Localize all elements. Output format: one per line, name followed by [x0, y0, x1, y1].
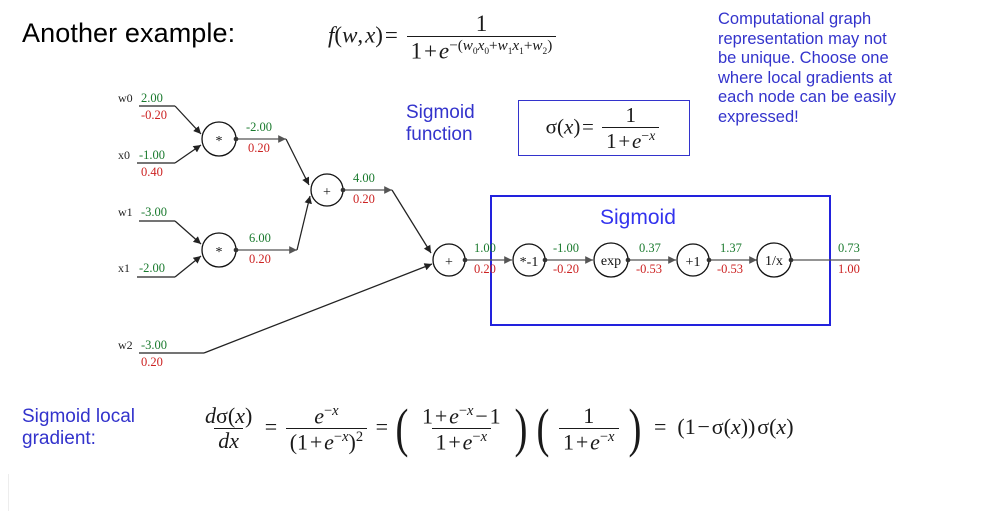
wire-w1-to-mul-bottom [174, 220, 202, 245]
input-value-x0: -1.00 [139, 148, 165, 162]
edge-gradient-times-neg1-out: -0.20 [553, 262, 579, 276]
gate-reciprocal-symbol: 1/x [765, 254, 783, 269]
input-label-w0: w0 [118, 91, 133, 105]
edge-gradient-mul-bottom-out: 0.20 [249, 252, 271, 266]
sigmoid-function-label: Sigmoid function [406, 102, 475, 146]
input-gradient-w0: -0.20 [141, 108, 167, 122]
sigmoid-gradient-label: Sigmoid local gradient: [22, 406, 135, 450]
grad-paren-open-1: ( [395, 397, 408, 458]
sigmoid-function-label-line1: Sigmoid [406, 102, 475, 123]
gate-exp-symbol: exp [601, 254, 621, 269]
edge-gradient-add-mid-out: 0.20 [353, 192, 375, 206]
edge-gradient-add-main-out: 0.20 [474, 262, 496, 276]
main-formula-denominator: 1 + e−(w0x0+w1x1+w2) [406, 36, 557, 63]
edge-gradient-plus-1-out: -0.53 [717, 262, 743, 276]
note-line-1: Computational graph [718, 10, 872, 28]
edge-value-plus-1-out: 1.37 [720, 241, 742, 255]
gate-mul-top-symbol: * [216, 134, 223, 149]
gate-mul-bottom-symbol: * [216, 245, 223, 260]
note-line-4: where local gradients at [718, 68, 893, 87]
input-gradient-w2: 0.20 [141, 355, 163, 369]
input-label-x0: x0 [118, 148, 130, 162]
wire-mul-top-to-add-mid [285, 138, 310, 186]
edge-value-times-neg1-out: -1.00 [553, 241, 579, 255]
input-value-w0: 2.00 [141, 91, 163, 105]
wire-x1-to-mul-bottom [174, 255, 202, 278]
edge-value-mul-bottom-out: 6.00 [249, 231, 271, 245]
sigmoid-function-formula: σ(x) = 1 1 + e−x [546, 102, 663, 152]
sigmoid-function-numerator: 1 [625, 102, 636, 127]
grad-term1-fraction: e−x (1 + e−x)2 [285, 404, 368, 454]
main-formula-fraction: 1 1 + e−(w0x0+w1x1+w2) [406, 11, 557, 63]
input-value-x1: -2.00 [139, 261, 165, 275]
input-gradient-x0: 0.40 [141, 165, 163, 179]
gate-times-neg1-symbol: *-1 [520, 255, 539, 270]
main-formula-lhs: f [328, 22, 335, 48]
page-title: Another example: [22, 18, 236, 48]
grad-term2-fraction: 1 + e−x − 1 1 + e−x [422, 403, 501, 455]
main-formula: f(w, x) = 1 1 + e−(w0x0+w1x1+w2) [328, 12, 559, 63]
sigmoid-gradient-formula: dσ(x) dx = e−x (1 + e−x)2 = ( 1 + e−x − … [198, 397, 794, 458]
gate-add-mid-symbol: + [323, 185, 331, 200]
input-label-w1: w1 [118, 205, 133, 219]
sigmoid-gradient-label-line1: Sigmoid local [22, 406, 135, 427]
wire-x0-to-mul-top [174, 144, 202, 164]
input-value-w1: -3.00 [141, 205, 167, 219]
wire-add-mid-to-add-main [391, 189, 432, 254]
grad-lhs-fraction: dσ(x) dx [205, 403, 253, 454]
gate-add-main-symbol: + [445, 255, 453, 270]
note-text: Computational graph representation may n… [718, 10, 988, 127]
note-line-3: be unique. Choose one [718, 49, 889, 67]
input-value-w2: -3.00 [141, 338, 167, 352]
grad-paren-close-1: ) [514, 397, 528, 458]
sigmoid-gradient-label-line2: gradient: [22, 428, 96, 449]
computational-graph: w0 2.00 -0.20 x0 -1.00 0.40 * -2.00 0.20… [118, 91, 860, 369]
grad-paren-close-2: ) [628, 397, 642, 458]
input-label-x1: x1 [118, 261, 130, 275]
wire-w2-to-add-main [203, 263, 433, 354]
input-label-w2: w2 [118, 338, 133, 352]
grad-paren-open-2: ( [536, 397, 549, 458]
gate-plus-1-symbol: +1 [686, 255, 701, 270]
note-line-6: expressed! [718, 107, 799, 126]
note-line-2: representation may not [718, 29, 887, 48]
note-line-5: each node can be easily [718, 88, 896, 106]
wire-mul-bottom-to-add-mid [296, 195, 312, 251]
sigmoid-group-label: Sigmoid [600, 206, 676, 229]
edge-value-mul-top-out: -2.00 [246, 120, 272, 134]
edge-value-add-mid-out: 4.00 [353, 171, 375, 185]
sigmoid-function-label-line2: function [406, 124, 473, 145]
grad-term3-fraction: 1 1 + e−x [559, 404, 619, 453]
edge-value-exp-out: 0.37 [639, 241, 661, 255]
wire-w0-to-mul-top [174, 105, 202, 135]
bottom-left-rule [8, 474, 9, 511]
edge-value-add-main-out: 1.00 [474, 241, 496, 255]
edge-value-reciprocal-out: 0.73 [838, 241, 860, 255]
grad-result: (1 − σ(x)) σ(x) [677, 413, 794, 439]
edge-gradient-reciprocal-out: 1.00 [838, 262, 860, 276]
sigmoid-function-box: σ(x) = 1 1 + e−x [518, 100, 690, 156]
edge-gradient-exp-out: -0.53 [636, 262, 662, 276]
edge-gradient-mul-top-out: 0.20 [248, 141, 270, 155]
main-formula-numerator: 1 [475, 11, 488, 36]
sigmoid-function-denominator: 1 + e−x [602, 126, 660, 152]
